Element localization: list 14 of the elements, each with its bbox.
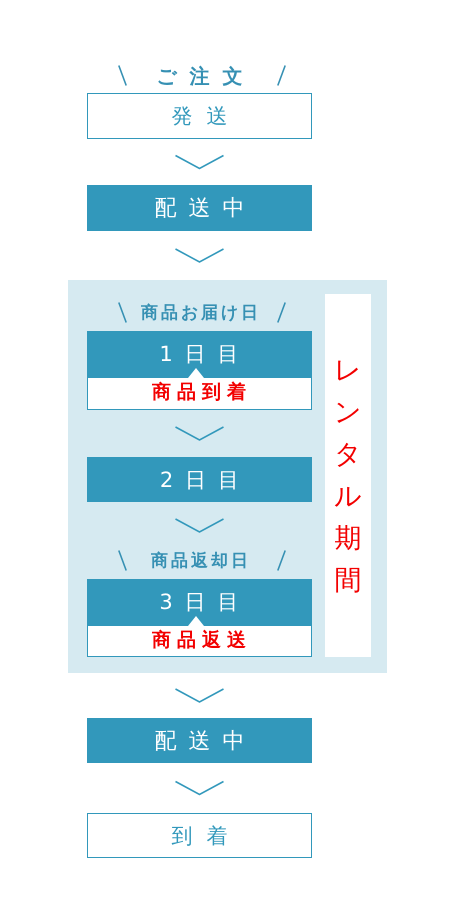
header-bar: 1日目 (86, 330, 312, 378)
process-box: 発送 (87, 93, 312, 139)
header-bar: 3日目 (86, 578, 312, 626)
process-box: 到着 (87, 813, 312, 858)
process-box: 2日目 (87, 457, 312, 502)
status-text: 商品到着 (151, 382, 252, 404)
process-box: 配送中 (87, 185, 312, 231)
process-box: 配送中 (87, 718, 312, 763)
heading-text: 商品返却日 (150, 550, 251, 573)
heading-text: ご注文 (156, 64, 256, 88)
heading-text: 商品お届け日 (140, 302, 261, 325)
highlight-panel (68, 280, 387, 673)
status-text: 商品返送 (151, 630, 252, 651)
vertical-label: レンタル期間 (325, 294, 371, 657)
